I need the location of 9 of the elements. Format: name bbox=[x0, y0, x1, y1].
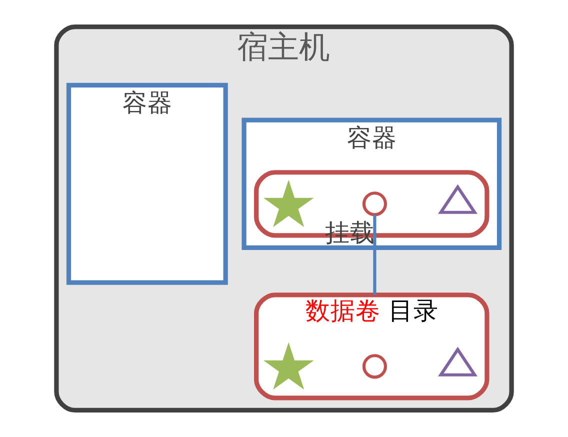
node-circle bbox=[362, 354, 388, 379]
node-star bbox=[263, 180, 314, 228]
node-triangle bbox=[438, 346, 478, 376]
node-circle bbox=[362, 192, 388, 216]
node-box: 容器 bbox=[66, 82, 228, 285]
node-star bbox=[263, 342, 314, 390]
cluster: 数据卷 目录 bbox=[254, 292, 490, 400]
node-triangle bbox=[438, 184, 478, 214]
connector bbox=[373, 214, 376, 295]
